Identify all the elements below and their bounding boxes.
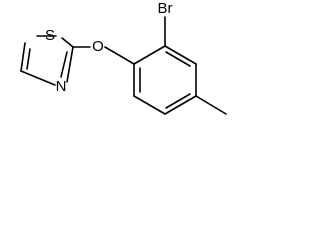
- nitrogen-label: N: [56, 78, 67, 95]
- bond-c5-c4: [20, 42, 26, 72]
- bond-c4-c5-inner: [165, 93, 191, 109]
- chemical-structure-canvas: S O N Br: [0, 0, 244, 131]
- bond-c1-c2: [133, 45, 166, 65]
- bond-c2-c3: [164, 45, 197, 65]
- oxygen-label: O: [92, 38, 104, 55]
- bond-s-c2: [61, 37, 74, 48]
- bond-n-c2: [66, 46, 74, 83]
- bond-o-c1: [104, 46, 135, 65]
- molecule-diagram: S O N Br: [20, 0, 227, 115]
- bond-c4-methyl: [195, 95, 227, 115]
- bond-c2-c3-inner: [165, 51, 191, 67]
- bromine-label: Br: [158, 0, 173, 17]
- bond-c4-n: [20, 70, 56, 86]
- bond-c5-c6: [133, 95, 166, 115]
- bond-c5-c4-inner: [26, 48, 31, 70]
- bond-n-c2-inner: [60, 51, 68, 78]
- bond-c4-c5: [164, 95, 197, 115]
- sulfur-label: S: [45, 27, 55, 44]
